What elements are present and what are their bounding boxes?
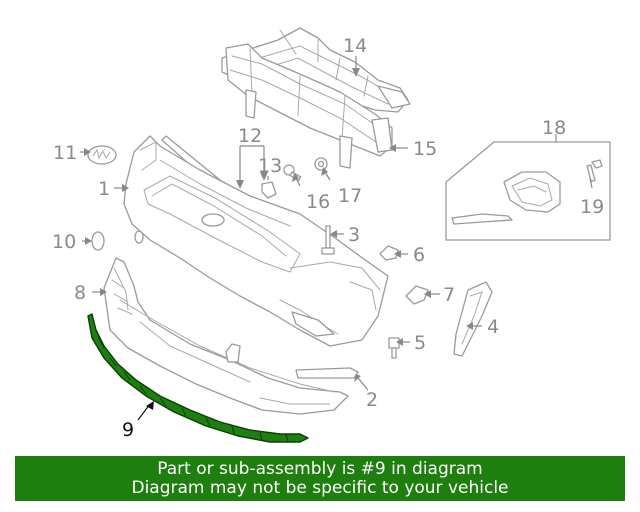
part-2-strip bbox=[295, 367, 359, 379]
callout-5: 5 bbox=[414, 332, 426, 354]
callout-labels: 14 15 12 13 16 17 11 1 10 8 3 6 7 4 5 2 … bbox=[52, 35, 604, 441]
part-17-nut bbox=[314, 157, 328, 171]
callout-15: 15 bbox=[413, 138, 437, 160]
parts-diagram: 14 15 12 13 16 17 11 1 10 8 3 6 7 4 5 2 … bbox=[52, 27, 611, 443]
callout-6: 6 bbox=[413, 244, 425, 266]
callout-1: 1 bbox=[98, 178, 110, 200]
part-7-bracket bbox=[405, 285, 429, 305]
part-11-emblem bbox=[87, 145, 117, 165]
callout-10: 10 bbox=[52, 231, 76, 253]
callout-8: 8 bbox=[74, 282, 86, 304]
part-13-clip bbox=[261, 181, 277, 199]
callout-16: 16 bbox=[306, 191, 330, 213]
banner-line-2: Diagram may not be specific to your vehi… bbox=[131, 478, 509, 498]
callout-9-highlighted: 9 bbox=[122, 419, 134, 441]
part-3-bolt bbox=[321, 225, 335, 255]
callout-11: 11 bbox=[53, 142, 77, 164]
callout-7: 7 bbox=[443, 284, 455, 306]
part-4-side-garnish bbox=[453, 281, 493, 357]
callout-14: 14 bbox=[343, 35, 367, 57]
callout-17: 17 bbox=[338, 185, 362, 207]
part-10-cover bbox=[91, 231, 105, 251]
part-9-lower-strip-highlighted bbox=[87, 313, 309, 443]
callout-13: 13 bbox=[258, 155, 282, 177]
callout-4: 4 bbox=[487, 316, 499, 338]
callout-18: 18 bbox=[542, 117, 566, 139]
info-banner: Part or sub-assembly is #9 in diagram Di… bbox=[15, 456, 625, 501]
callout-2: 2 bbox=[366, 389, 378, 411]
part-14-reinforcement bbox=[221, 27, 411, 113]
part-6-clip bbox=[379, 245, 399, 261]
part-18-assembly-box bbox=[445, 141, 611, 241]
part-15-bumper-beam bbox=[225, 43, 393, 169]
part-8-lower-cover bbox=[103, 257, 349, 415]
callout-12: 12 bbox=[238, 125, 262, 147]
callout-19: 19 bbox=[580, 196, 604, 218]
banner-line-1: Part or sub-assembly is #9 in diagram bbox=[157, 459, 483, 479]
callout-3: 3 bbox=[348, 224, 360, 246]
part-5-screw bbox=[388, 337, 400, 359]
leader-lines bbox=[80, 56, 593, 421]
part-1-bumper-cover bbox=[123, 135, 389, 347]
